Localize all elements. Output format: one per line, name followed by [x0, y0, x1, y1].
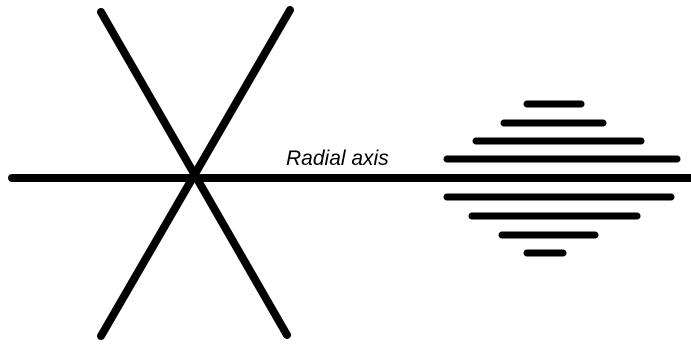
- crossing-lines: [97, 6, 294, 340]
- diagonal-line-right: [97, 6, 294, 340]
- radial-axis-label: Radial axis: [286, 147, 389, 170]
- diamond-bar-stack: [443, 100, 681, 257]
